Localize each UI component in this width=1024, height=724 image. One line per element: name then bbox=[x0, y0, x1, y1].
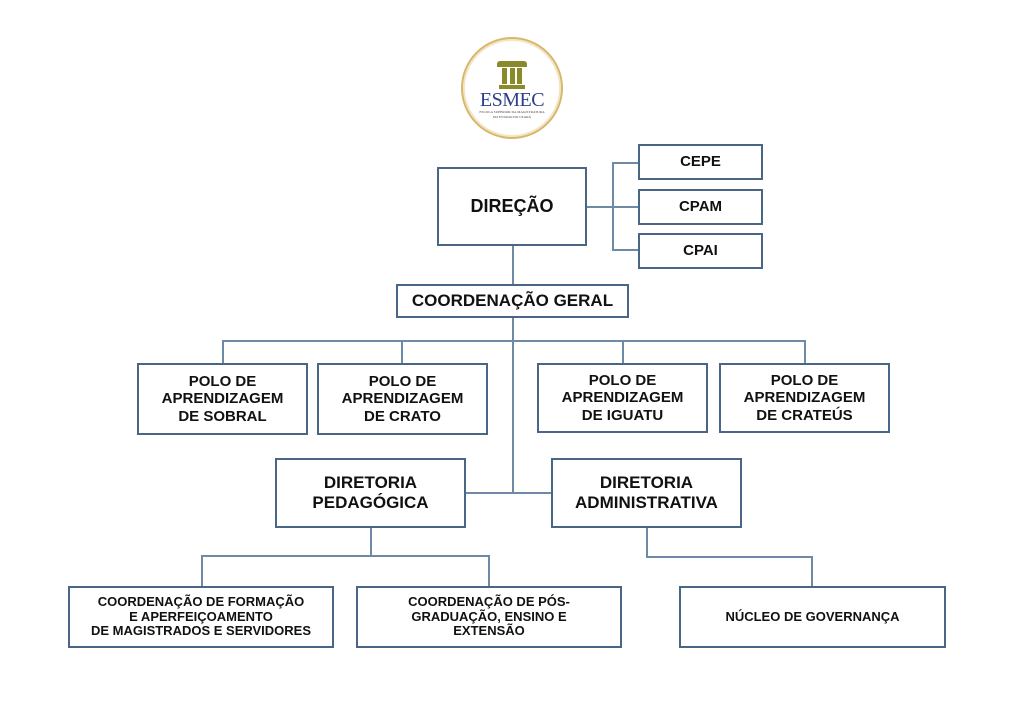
connector bbox=[612, 162, 639, 164]
logo-subtitle: ESCOLA SUPERIOR DA MAGISTRATURA DO ESTAD… bbox=[476, 110, 548, 118]
node-direcao[interactable]: DIREÇÃO bbox=[437, 167, 587, 246]
connector bbox=[370, 527, 372, 556]
connector bbox=[401, 340, 403, 364]
connector bbox=[222, 340, 806, 342]
node-label: NÚCLEO DE GOVERNANÇA bbox=[725, 608, 900, 624]
node-label: CEPE bbox=[680, 153, 721, 171]
node-polo-iguatu[interactable]: POLO DE APRENDIZAGEM DE IGUATU bbox=[537, 363, 708, 433]
node-label-line: APRENDIZAGEM bbox=[743, 389, 866, 407]
logo-subtitle-line: DO ESTADO DO CEARÁ bbox=[492, 114, 532, 119]
node-label-line: PEDAGÓGICA bbox=[312, 493, 429, 512]
connector bbox=[512, 317, 514, 493]
connector bbox=[612, 249, 639, 251]
node-cpai[interactable]: CPAI bbox=[638, 233, 763, 269]
node-coordenacao-formacao[interactable]: COORDENAÇÃO DE FORMAÇÃO E APERFEIÇOAMENT… bbox=[68, 586, 334, 648]
connector bbox=[811, 556, 813, 587]
connector bbox=[465, 492, 552, 494]
node-label: CPAM bbox=[678, 198, 723, 216]
node-label-line: GRADUAÇÃO, ENSINO E bbox=[411, 608, 567, 624]
connector bbox=[622, 340, 624, 364]
node-nucleo-governanca[interactable]: NÚCLEO DE GOVERNANÇA bbox=[679, 586, 946, 648]
connector bbox=[488, 555, 490, 586]
node-label: DIREÇÃO bbox=[470, 196, 554, 217]
node-label-line: APRENDIZAGEM bbox=[341, 390, 464, 408]
node-label-line: DE SOBRAL bbox=[178, 407, 267, 425]
node-diretoria-administrativa[interactable]: DIRETORIA ADMINISTRATIVA bbox=[551, 458, 742, 528]
node-label-line: DIRETORIA bbox=[599, 473, 694, 493]
node-cepe[interactable]: CEPE bbox=[638, 144, 763, 180]
connector bbox=[587, 206, 613, 208]
node-label-line: E APERFEIÇOAMENTO bbox=[129, 608, 273, 624]
node-polo-sobral[interactable]: POLO DE APRENDIZAGEM DE SOBRAL bbox=[137, 363, 308, 435]
esmec-logo: ESMEC ESCOLA SUPERIOR DA MAGISTRATURA DO… bbox=[461, 37, 563, 139]
logo-name: ESMEC bbox=[479, 89, 545, 112]
node-coordenacao-geral[interactable]: COORDENAÇÃO GERAL bbox=[396, 284, 629, 318]
node-label-line: POLO DE bbox=[770, 372, 839, 390]
node-label: CPAI bbox=[683, 242, 718, 260]
node-label-line: POLO DE bbox=[588, 372, 657, 390]
connector bbox=[201, 555, 490, 557]
connector bbox=[512, 245, 514, 285]
node-label-line: DE CRATEÚS bbox=[756, 406, 853, 424]
connector bbox=[612, 206, 639, 208]
node-label-line: APRENDIZAGEM bbox=[561, 389, 684, 407]
node-label-line: DE IGUATU bbox=[581, 406, 664, 424]
node-cpam[interactable]: CPAM bbox=[638, 189, 763, 225]
connector bbox=[646, 527, 648, 557]
node-label-line: APRENDIZAGEM bbox=[161, 390, 284, 408]
node-label-line: POLO DE bbox=[188, 373, 257, 391]
node-diretoria-pedagogica[interactable]: DIRETORIA PEDAGÓGICA bbox=[275, 458, 466, 528]
node-label-line: EXTENSÃO bbox=[453, 623, 525, 639]
node-label-line: COORDENAÇÃO DE PÓS- bbox=[408, 593, 570, 609]
logo-subtitle-line: ESCOLA SUPERIOR DA MAGISTRATURA bbox=[479, 110, 545, 115]
node-label-line: POLO DE bbox=[368, 373, 437, 391]
node-coordenacao-pos-graduacao[interactable]: COORDENAÇÃO DE PÓS- GRADUAÇÃO, ENSINO E … bbox=[356, 586, 622, 648]
node-label-line: DE CRATO bbox=[364, 407, 441, 425]
node-label-line: DIRETORIA bbox=[323, 473, 418, 493]
node-label-line: COORDENAÇÃO DE FORMAÇÃO bbox=[97, 593, 305, 609]
node-label-line: ADMINISTRATIVA bbox=[575, 493, 718, 512]
connector bbox=[222, 340, 224, 364]
connector bbox=[201, 555, 203, 586]
node-polo-crateus[interactable]: POLO DE APRENDIZAGEM DE CRATEÚS bbox=[719, 363, 890, 433]
column-icon bbox=[497, 61, 527, 90]
node-label: COORDENAÇÃO GERAL bbox=[411, 291, 614, 311]
node-polo-crato[interactable]: POLO DE APRENDIZAGEM DE CRATO bbox=[317, 363, 488, 435]
connector bbox=[804, 340, 806, 364]
connector bbox=[646, 556, 813, 558]
node-label-line: DE MAGISTRADOS E SERVIDORES bbox=[90, 623, 312, 639]
